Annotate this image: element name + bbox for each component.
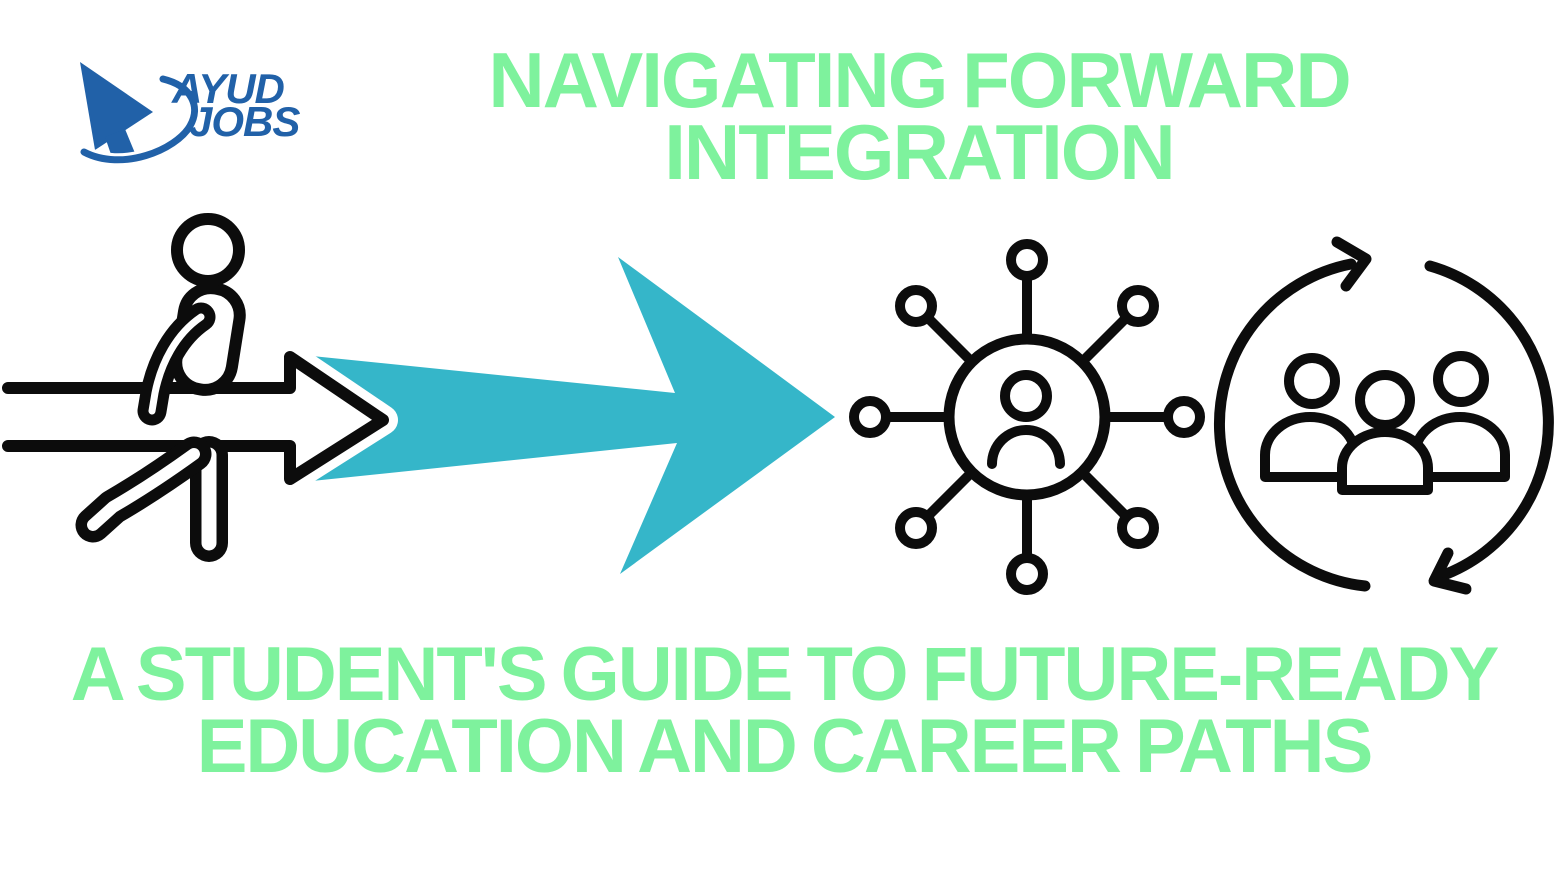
person-network-hub-icon [849,239,1205,595]
title-line-1: NAVIGATING FORWARD [488,36,1351,124]
brand-wordmark: AYUD JOBS [172,65,300,145]
page-title: NAVIGATING FORWARD INTEGRATION [270,36,1568,196]
subtitle-line-1: A STUDENT'S GUIDE TO FUTURE-READY [70,632,1500,717]
forward-arrow-icon [312,257,835,574]
person-riding-arrow-icon [0,213,398,562]
subtitle-line-2: EDUCATION AND CAREER PATHS [196,704,1374,789]
brand-line-2: JOBS [189,98,300,145]
title-line-2: INTEGRATION [664,108,1176,196]
page-subtitle: A STUDENT'S GUIDE TO FUTURE-READY EDUCAT… [0,632,1568,789]
brand-line-1: AYUD [172,65,285,112]
cursor-swoosh-logo-icon [77,62,201,167]
people-cycle-icon [1213,236,1554,595]
forward-arrow-shape [312,257,835,574]
